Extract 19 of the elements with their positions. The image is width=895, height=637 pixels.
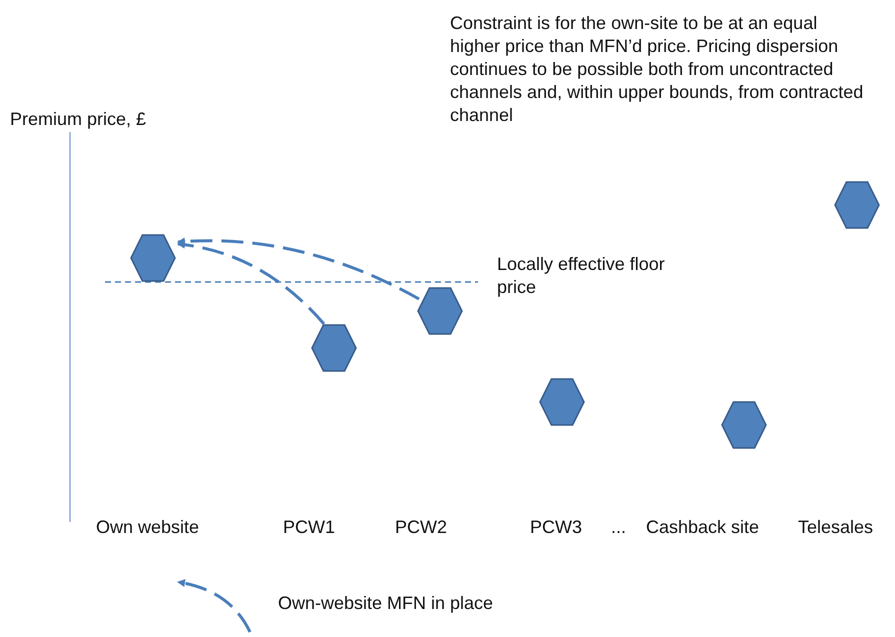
note-text: Constraint is for the own-site to be at an equal higher price than MFN’d price. Pricing dispersion continues to be possible both from uncontracted channels and, within upper bounds, from contracted channel <box>450 12 864 127</box>
hexagon-marker <box>417 287 463 335</box>
hexagon-marker <box>311 324 357 372</box>
hexagon-marker <box>834 181 880 229</box>
dashed-arrow <box>177 240 326 325</box>
category-label: Own website <box>96 516 200 539</box>
category-label: PCW3 <box>530 516 582 539</box>
hexagon-marker <box>539 378 585 426</box>
category-label: Cashback site <box>646 516 760 539</box>
axis-title: Premium price, £ <box>10 108 146 131</box>
hexagon-marker <box>130 234 176 282</box>
legend-text: Own-website MFN in place <box>278 592 494 615</box>
category-label: Telesales <box>798 516 874 539</box>
hexagon-marker <box>721 401 767 449</box>
category-label: PCW1 <box>283 516 336 539</box>
category-label: ... <box>611 516 626 539</box>
dashed-arrow <box>177 238 420 300</box>
line-label: Locally effective floor price <box>497 253 666 299</box>
category-label: PCW2 <box>395 516 448 539</box>
